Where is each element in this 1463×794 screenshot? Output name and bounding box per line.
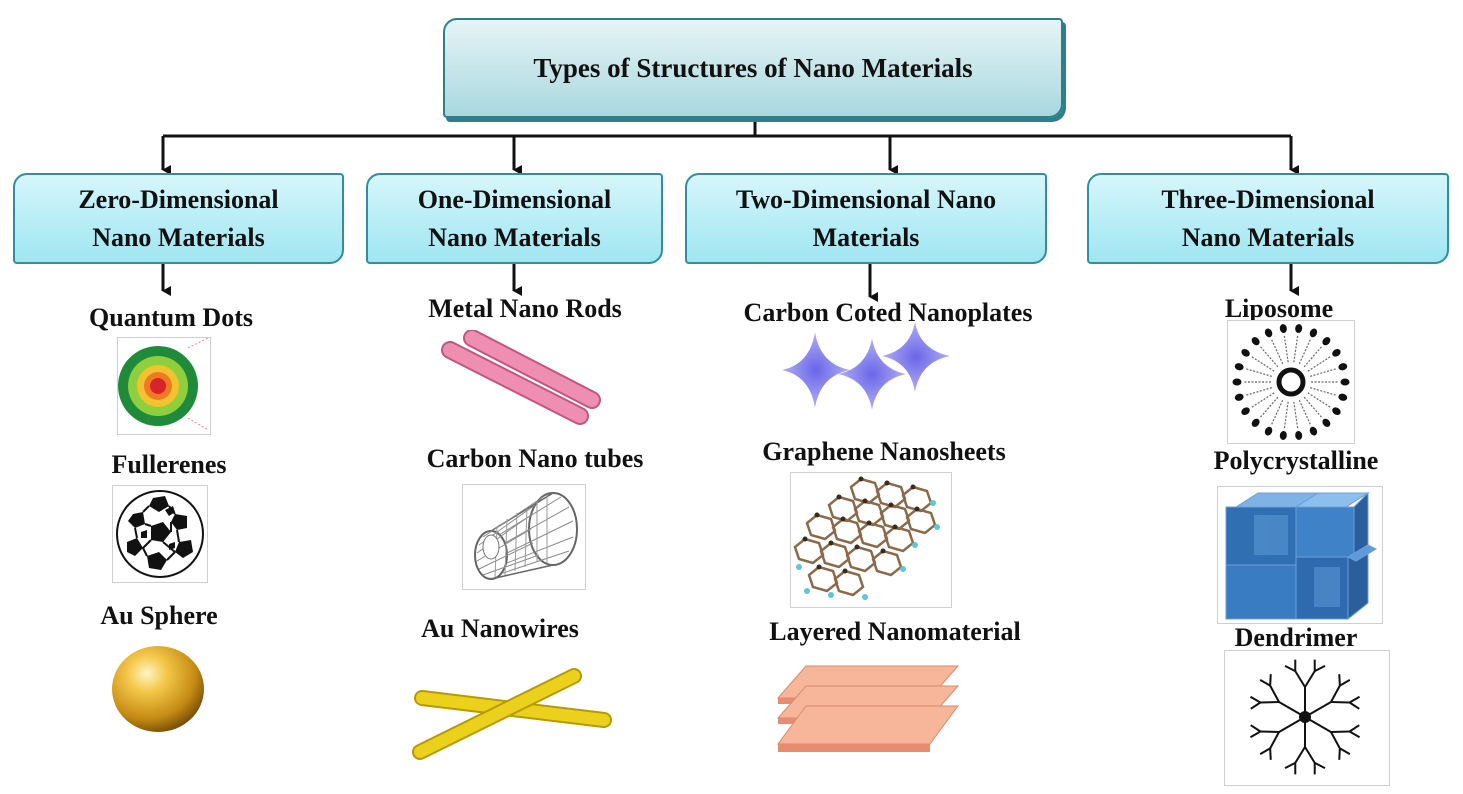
nano-rods-icon [440, 329, 606, 431]
quantum-dot-icon [117, 337, 211, 435]
diagram-title: Types of Structures of Nano Materials [443, 18, 1063, 118]
dendrimer-icon [1224, 650, 1390, 786]
liposome-icon [1227, 320, 1355, 444]
item-label-polycrystalline: Polycrystalline [1213, 446, 1379, 475]
item-label-fullerenes: Fullerenes [111, 450, 227, 479]
item-label-au-nanowires: Au Nanowires [421, 614, 579, 643]
au-nanowires-icon [404, 664, 614, 769]
item-label-carbon-nano-tubes: Carbon Nano tubes [426, 444, 644, 473]
item-label-quantum-dots: Quantum Dots [89, 303, 253, 332]
category-zero-dimensional: Zero-Dimensional Nano Materials [13, 173, 344, 264]
item-label-liposome: Liposome [1224, 294, 1334, 323]
item-label-metal-nano-rods: Metal Nano Rods [428, 294, 622, 323]
category-two-dimensional: Two-Dimensional Nano Materials [685, 173, 1047, 264]
item-label-au-sphere: Au Sphere [100, 601, 218, 630]
item-label-layered-nanomaterial: Layered Nanomaterial [769, 617, 1021, 646]
graphene-icon [790, 472, 952, 608]
au-sphere-icon [110, 644, 206, 739]
item-label-carbon-coted-nanoplates: Carbon Coted Nanoplates [743, 298, 1033, 327]
carbon-nanotube-icon [462, 484, 586, 590]
layered-icon [776, 664, 960, 759]
category-one-dimensional: One-Dimensional Nano Materials [366, 173, 663, 264]
polycrystalline-icon [1217, 486, 1383, 624]
nanoplates-icon [780, 320, 955, 417]
fullerene-icon [112, 485, 208, 583]
category-three-dimensional: Three-Dimensional Nano Materials [1087, 173, 1449, 264]
item-label-dendrimer: Dendrimer [1234, 623, 1358, 652]
item-label-graphene-nanosheets: Graphene Nanosheets [762, 437, 1006, 466]
